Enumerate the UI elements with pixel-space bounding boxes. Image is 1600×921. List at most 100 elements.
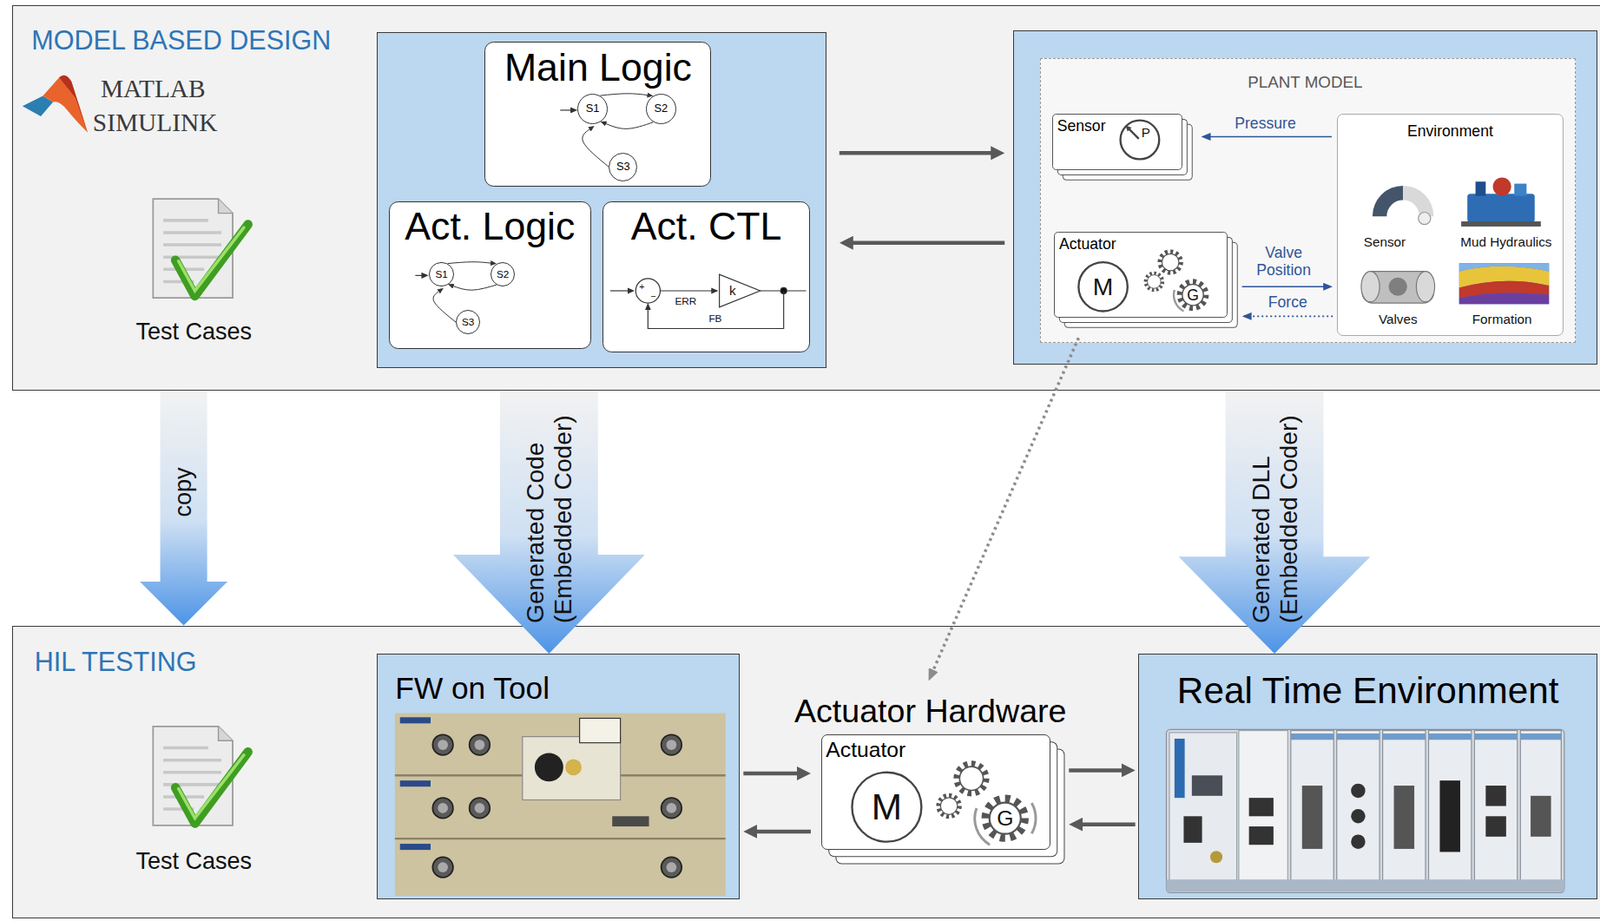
gear-symbol [1145, 273, 1163, 290]
sign-label: − [650, 290, 656, 302]
gear-letter: G [996, 805, 1014, 830]
tool-photo [400, 780, 431, 787]
icon-caption: Test Cases [135, 849, 252, 876]
matlab-logo [59, 75, 88, 133]
sensor-icon [1372, 185, 1435, 225]
gear-symbol [986, 799, 1024, 837]
panel-title: MODEL BASED DESIGN [31, 25, 331, 56]
box-title: Actuator [1059, 235, 1117, 253]
realtime-photo [1249, 826, 1274, 845]
matlab-logo [42, 75, 88, 133]
logo-text: MATLAB [100, 75, 206, 106]
pump-icon [1461, 177, 1541, 227]
realtime-photo [1165, 729, 1564, 893]
signal-arrow [1210, 136, 1332, 139]
signal-name: ERR [674, 295, 697, 308]
tool-photo [469, 797, 491, 819]
signal-arrow [839, 151, 992, 156]
sensor-icon [1372, 185, 1403, 217]
state-name: S3 [616, 160, 631, 174]
pump-icon [1467, 193, 1535, 223]
tool-photo [579, 717, 621, 743]
tool-photo [400, 843, 431, 850]
box-title: Main Logic [504, 45, 692, 90]
tool-photo [661, 856, 683, 878]
actuator-box: Actuator [1053, 231, 1228, 318]
signal-arrow [1081, 822, 1135, 827]
motor-symbol [851, 772, 922, 843]
sensor-box: Sensor [1052, 113, 1183, 172]
realtime-photo [1191, 775, 1223, 797]
realtime-photo [1290, 730, 1334, 890]
realtime-photo [1249, 797, 1274, 817]
state-name: S2 [653, 102, 668, 116]
realtime-photo [1169, 732, 1238, 890]
tool-photo [395, 713, 726, 896]
edge-label: Force [1268, 293, 1308, 311]
pump-icon [1514, 184, 1527, 197]
signal-arrow [743, 771, 798, 777]
panel-title: HIL TESTING [34, 646, 198, 678]
pump-icon [1493, 177, 1512, 197]
realtime-photo [1336, 730, 1380, 890]
icon-caption: Test Cases [135, 319, 252, 347]
gear-symbol [1173, 289, 1184, 312]
edge-label: Generated Code (Embedded Coder) [520, 390, 578, 624]
realtime-photo [1520, 730, 1561, 890]
tool-photo [612, 816, 649, 827]
block-arrow [453, 390, 646, 654]
gauge-letter: P [1141, 125, 1151, 141]
realtime-photo [1439, 780, 1461, 852]
control-box: Act. CTL [602, 201, 811, 353]
gear-symbol [1179, 282, 1205, 308]
matlab-logo [22, 75, 88, 133]
realtime-photo [1165, 879, 1564, 892]
realtime-photo [1165, 729, 1564, 893]
block-arrow [139, 390, 228, 626]
box-title: Act. CTL [631, 204, 783, 249]
gear-symbol [938, 763, 1036, 845]
box-heading: Actuator Hardware [794, 691, 1067, 732]
tool-photo [432, 856, 454, 878]
realtime-photo [1350, 809, 1365, 824]
state-circle: S2 [645, 93, 677, 125]
icon-caption: Formation [1472, 311, 1533, 328]
icon-caption: Mud Hydraulics [1460, 234, 1552, 251]
signal-arrow [1242, 285, 1325, 288]
block-arrow [1178, 390, 1371, 654]
transition-arrow [605, 122, 653, 130]
gain-label: k [729, 283, 737, 299]
signal-arrow [756, 829, 811, 835]
gear-symbol [957, 763, 987, 793]
signal-arrow [852, 240, 1005, 245]
pressure-gauge [1120, 120, 1160, 160]
motor-symbol [1078, 262, 1127, 311]
icon-caption: Valves [1378, 311, 1418, 328]
icon-caption: Sensor [1363, 234, 1406, 251]
transition-arrow [452, 284, 497, 290]
control-loop [610, 274, 807, 329]
state-circle: S1 [577, 93, 608, 125]
realtime-photo [1350, 783, 1365, 798]
realtime-photo [1394, 785, 1416, 850]
realtime-photo [1474, 730, 1517, 890]
state-name: S2 [496, 268, 509, 281]
box-title: Sensor [1057, 117, 1107, 135]
realtime-photo [1238, 730, 1288, 890]
realtime-photo [1210, 850, 1223, 863]
tool-photo [395, 713, 726, 896]
realtime-photo [1302, 785, 1324, 850]
state-name: S3 [461, 316, 475, 329]
connectors [139, 93, 1371, 832]
realtime-photo [1350, 834, 1365, 849]
tool-photo [469, 734, 491, 756]
control-loop [610, 289, 629, 291]
gear-symbol [1031, 803, 1036, 834]
sign-label: + [638, 281, 645, 292]
control-loop [659, 289, 712, 291]
transition-arrow [599, 93, 648, 96]
tool-photo [661, 797, 683, 819]
motor-symbol [1078, 262, 1127, 311]
sensor-icon [1402, 185, 1434, 217]
